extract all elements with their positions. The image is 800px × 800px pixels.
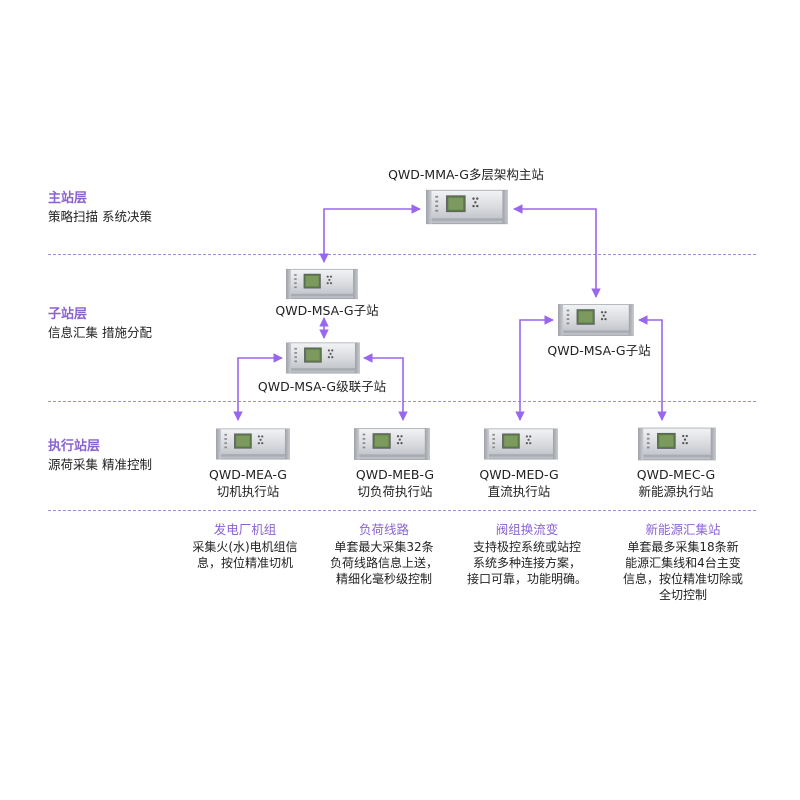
category-load-line-line-1: 单套最大采集32条 (309, 539, 459, 555)
category-power-plant-line-1: 采集火(水)电机组信 (170, 539, 320, 555)
category-load-line-title: 负荷线路 (309, 521, 459, 539)
category-power-plant: 发电厂机组 采集火(水)电机组信 息，按位精准切机 (170, 521, 320, 571)
category-load-line-line-3: 精细化毫秒级控制 (309, 571, 459, 587)
link-msa-right-mec (639, 320, 662, 420)
category-renewable-station-line-2: 能源汇集线和4台主变 (608, 555, 758, 571)
link-master-msa-left (324, 209, 420, 262)
link-master-msa-right (514, 209, 596, 297)
category-renewable-station-line-3: 信息，按位精准切除或 (608, 571, 758, 587)
category-renewable-station-title: 新能源汇集站 (608, 521, 758, 539)
category-load-line: 负荷线路 单套最大采集32条 负荷线路信息上送， 精细化毫秒级控制 (309, 521, 459, 587)
category-valve-converter-title: 阀组换流变 (452, 521, 602, 539)
link-cascade-meb (364, 358, 403, 420)
link-cascade-mea (238, 358, 282, 420)
category-renewable-station-line-1: 单套最多采集18条新 (608, 539, 758, 555)
link-msa-right-med (520, 320, 553, 420)
category-power-plant-title: 发电厂机组 (170, 521, 320, 539)
category-renewable-station: 新能源汇集站 单套最多采集18条新 能源汇集线和4台主变 信息，按位精准切除或 … (608, 521, 758, 603)
category-valve-converter-line-1: 支持极控系统或站控 (452, 539, 602, 555)
category-valve-converter-line-2: 系统多种连接方案， (452, 555, 602, 571)
category-valve-converter-line-3: 接口可靠，功能明确。 (452, 571, 602, 587)
category-renewable-station-line-4: 全切控制 (608, 587, 758, 603)
category-load-line-line-2: 负荷线路信息上送， (309, 555, 459, 571)
category-power-plant-line-2: 息，按位精准切机 (170, 555, 320, 571)
category-valve-converter: 阀组换流变 支持极控系统或站控 系统多种连接方案， 接口可靠，功能明确。 (452, 521, 602, 587)
